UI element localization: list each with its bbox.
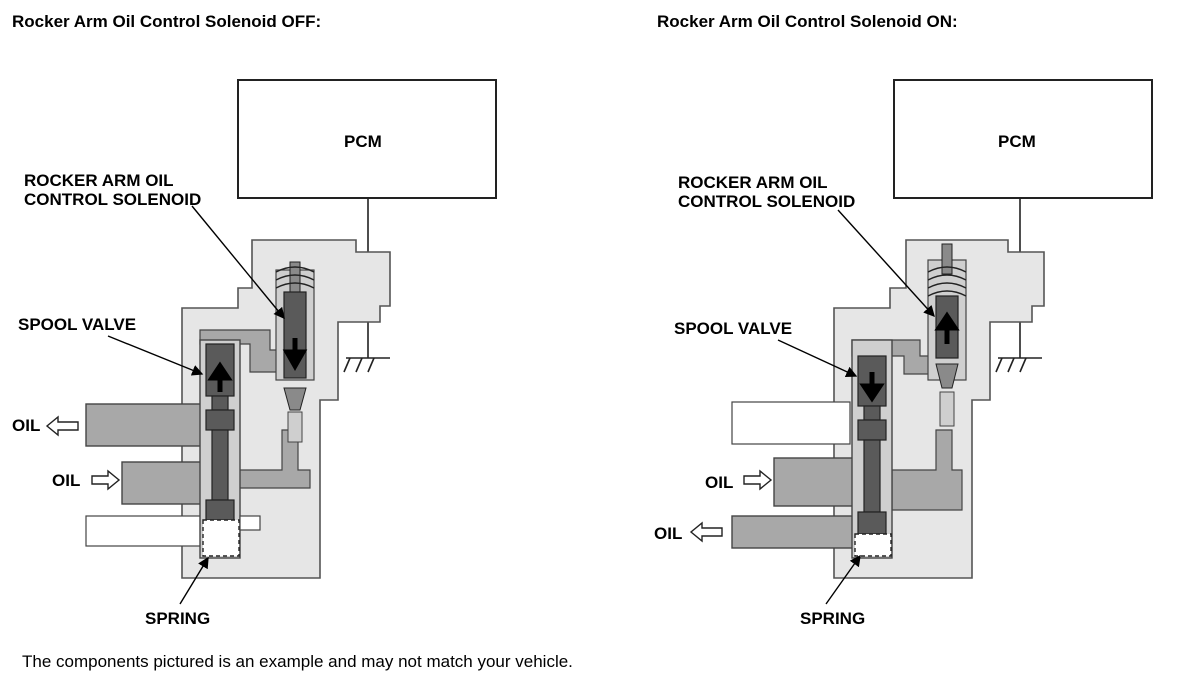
left-pcm-label: PCM: [344, 132, 382, 151]
right-oil-passage-mid: [773, 457, 863, 507]
left-oil-passage-upper: [85, 403, 205, 447]
left-spring-leader: [179, 556, 209, 605]
right-spring-leader: [825, 554, 861, 605]
left-oil-passage-lower: [121, 461, 213, 505]
left-passage-white: [85, 515, 205, 547]
left-solenoid-label-line2: CONTROL SOLENOID: [24, 190, 202, 209]
left-oil-in-label: OIL: [52, 471, 81, 490]
left-oil-out-arrow: [45, 415, 79, 437]
right-spool-arrow-down: [859, 372, 885, 403]
right-pcm-box: [893, 79, 1153, 199]
left-spring: [202, 519, 240, 557]
right-solenoid-label-line1: ROCKER ARM OIL: [678, 173, 828, 192]
right-spring: [854, 533, 892, 557]
left-oil-out-label: OIL: [12, 416, 41, 435]
left-panel-diagram: [45, 79, 497, 605]
left-solenoid-label-line1: ROCKER ARM OIL: [24, 171, 174, 190]
left-spool-valve-label: SPOOL VALVE: [18, 315, 137, 334]
right-oil-in-arrow: [743, 469, 773, 491]
right-panel-title: Rocker Arm Oil Control Solenoid ON:: [657, 12, 958, 31]
left-panel-title: Rocker Arm Oil Control Solenoid OFF:: [12, 12, 322, 31]
right-pcm-label: PCM: [998, 132, 1036, 151]
left-spool-leader: [107, 335, 204, 376]
right-solenoid-label-line2: CONTROL SOLENOID: [678, 192, 856, 211]
right-solenoid-arrow-up: [934, 311, 960, 344]
left-solenoid-leader: [191, 205, 285, 320]
left-spring-label: SPRING: [145, 609, 211, 628]
footnote: The components pictured is an example an…: [22, 652, 573, 671]
left-internal-channel: [235, 429, 311, 489]
right-spool-leader: [777, 339, 858, 377]
right-passage-white-upper: [731, 401, 851, 445]
right-oil-in-label: OIL: [705, 473, 734, 492]
right-oil-out-arrow: [689, 521, 723, 543]
right-oil-passage-lower: [731, 515, 857, 549]
left-oil-in-arrow: [91, 469, 121, 491]
right-spring-label: SPRING: [800, 609, 866, 628]
left-spring-pocket: [239, 515, 261, 531]
right-spool-valve-label: SPOOL VALVE: [674, 319, 793, 338]
right-oil-out-label: OIL: [654, 524, 683, 543]
right-ground-icon: [995, 357, 1042, 373]
right-solenoid-leader: [837, 209, 935, 318]
left-solenoid-arrow-down: [282, 338, 308, 372]
left-spool-arrow-up: [207, 361, 233, 392]
right-internal-channel: [891, 429, 963, 511]
left-pcm-box: [237, 79, 497, 199]
right-panel-diagram: [689, 79, 1153, 605]
left-ground-icon: [343, 357, 390, 373]
